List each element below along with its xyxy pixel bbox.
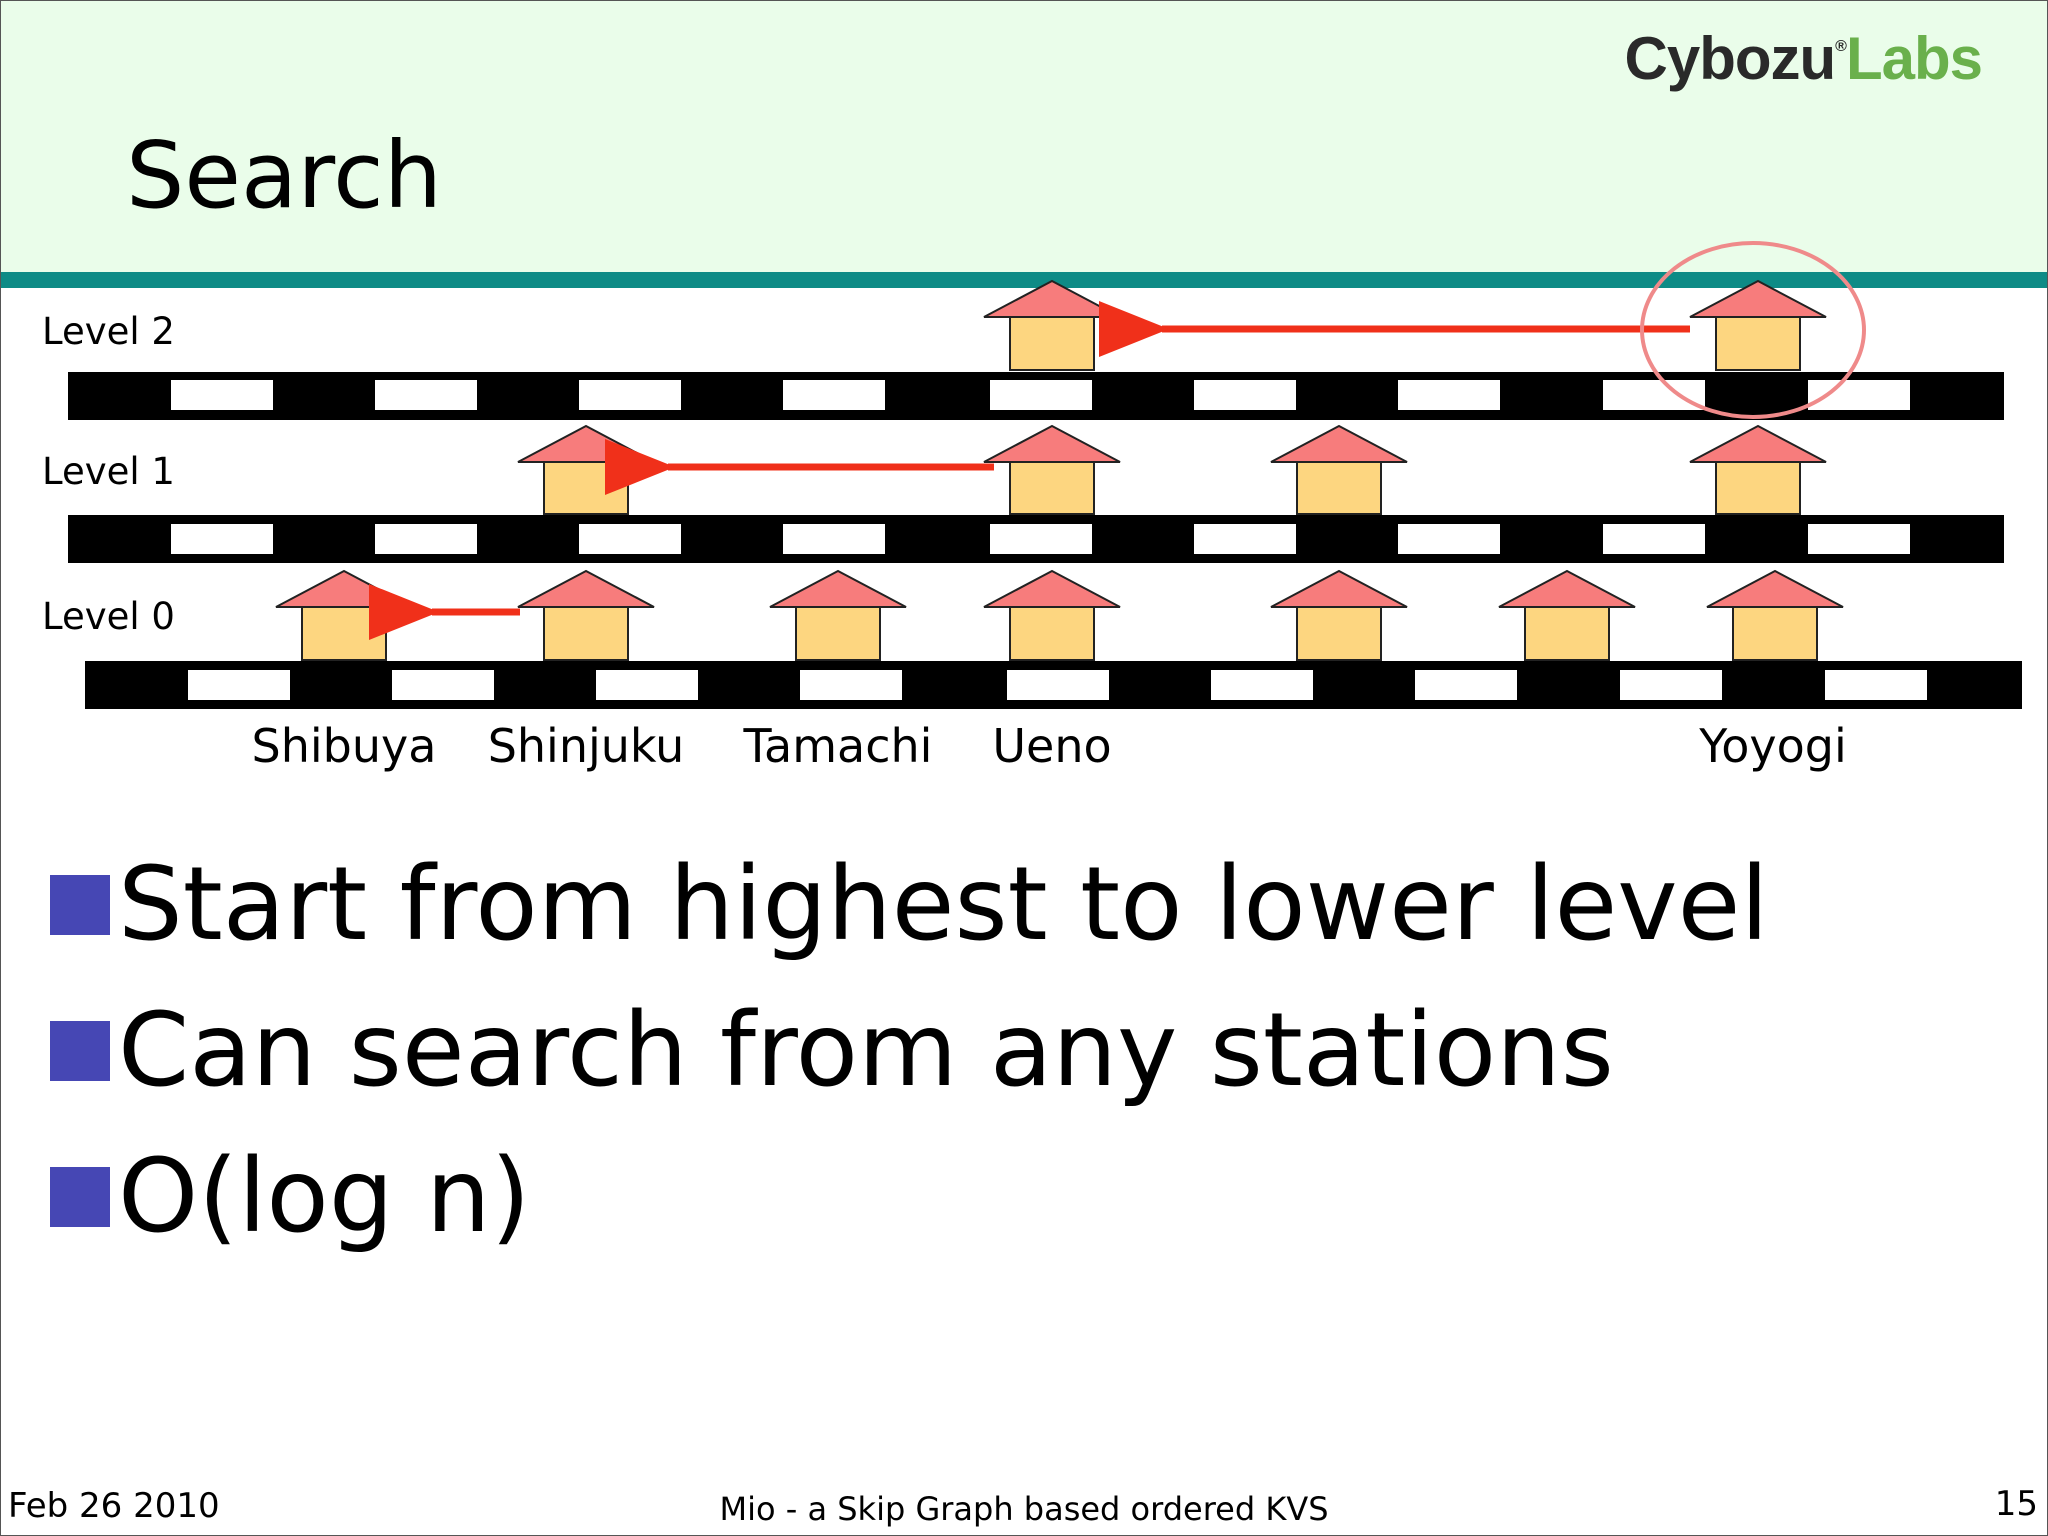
station-tamachi-level-0-icon (769, 569, 907, 661)
header-divider (0, 272, 2048, 288)
footer-title: Mio - a Skip Graph based ordered KVS (719, 1490, 1329, 1528)
bullet-square-icon (50, 875, 110, 935)
header-band (0, 0, 2048, 272)
level-1-label: Level 1 (42, 450, 175, 493)
station-unlabeled-a-level-0-icon (1270, 569, 1408, 661)
bullet-item: O(log n) (50, 1124, 1769, 1270)
start-station-highlight (1640, 241, 1866, 419)
station-label-shibuya: Shibuya (252, 719, 437, 773)
bullet-item: Can search from any stations (50, 978, 1769, 1124)
station-ueno-level-2-icon (983, 279, 1121, 371)
station-label-ueno: Ueno (992, 719, 1111, 773)
bullet-text: Start from highest to lower level (118, 845, 1769, 964)
station-label-yoyogi: Yoyogi (1698, 719, 1846, 773)
bullet-item: Start from highest to lower level (50, 832, 1769, 978)
station-label-shinjuku: Shinjuku (488, 719, 685, 773)
station-shibuya-level-0-icon (275, 569, 413, 661)
footer-date: Feb 26 2010 (8, 1486, 220, 1526)
station-shinjuku-level-1-icon (517, 424, 655, 515)
track-level-0 (85, 661, 2022, 709)
station-ueno-level-1-icon (983, 424, 1121, 515)
bullet-list: Start from highest to lower level Can se… (50, 832, 1769, 1270)
station-level-1-icon (1270, 424, 1408, 515)
station-unlabeled-b-level-0-icon (1498, 569, 1636, 661)
logo-text-cybozu: Cybozu (1624, 25, 1837, 92)
cybozu-labs-logo: Cybozu®Labs (1624, 24, 1984, 93)
level-2-label: Level 2 (42, 310, 175, 353)
station-label-tamachi: Tamachi (743, 719, 933, 773)
bullet-square-icon (50, 1167, 110, 1227)
page-number: 15 (1994, 1484, 2038, 1524)
slide-title: Search (126, 122, 443, 229)
level-0-label: Level 0 (42, 595, 175, 638)
logo-registered-mark: ® (1835, 38, 1847, 55)
station-shinjuku-level-0-icon (517, 569, 655, 661)
logo-text-labs: Labs (1845, 25, 1983, 92)
station-yoyogi-level-1-icon (1689, 424, 1827, 515)
station-yoyogi-level-2-icon (1689, 279, 1827, 371)
skip-graph-diagram: Level 2 Level 1 Level 0 (42, 241, 2022, 773)
bullet-text: O(log n) (118, 1137, 531, 1256)
bullet-text: Can search from any stations (118, 991, 1614, 1110)
station-ueno-level-0-icon (983, 569, 1121, 661)
track-level-1 (68, 515, 2004, 563)
bullet-square-icon (50, 1021, 110, 1081)
station-yoyogi-level-0-icon (1706, 569, 1844, 661)
